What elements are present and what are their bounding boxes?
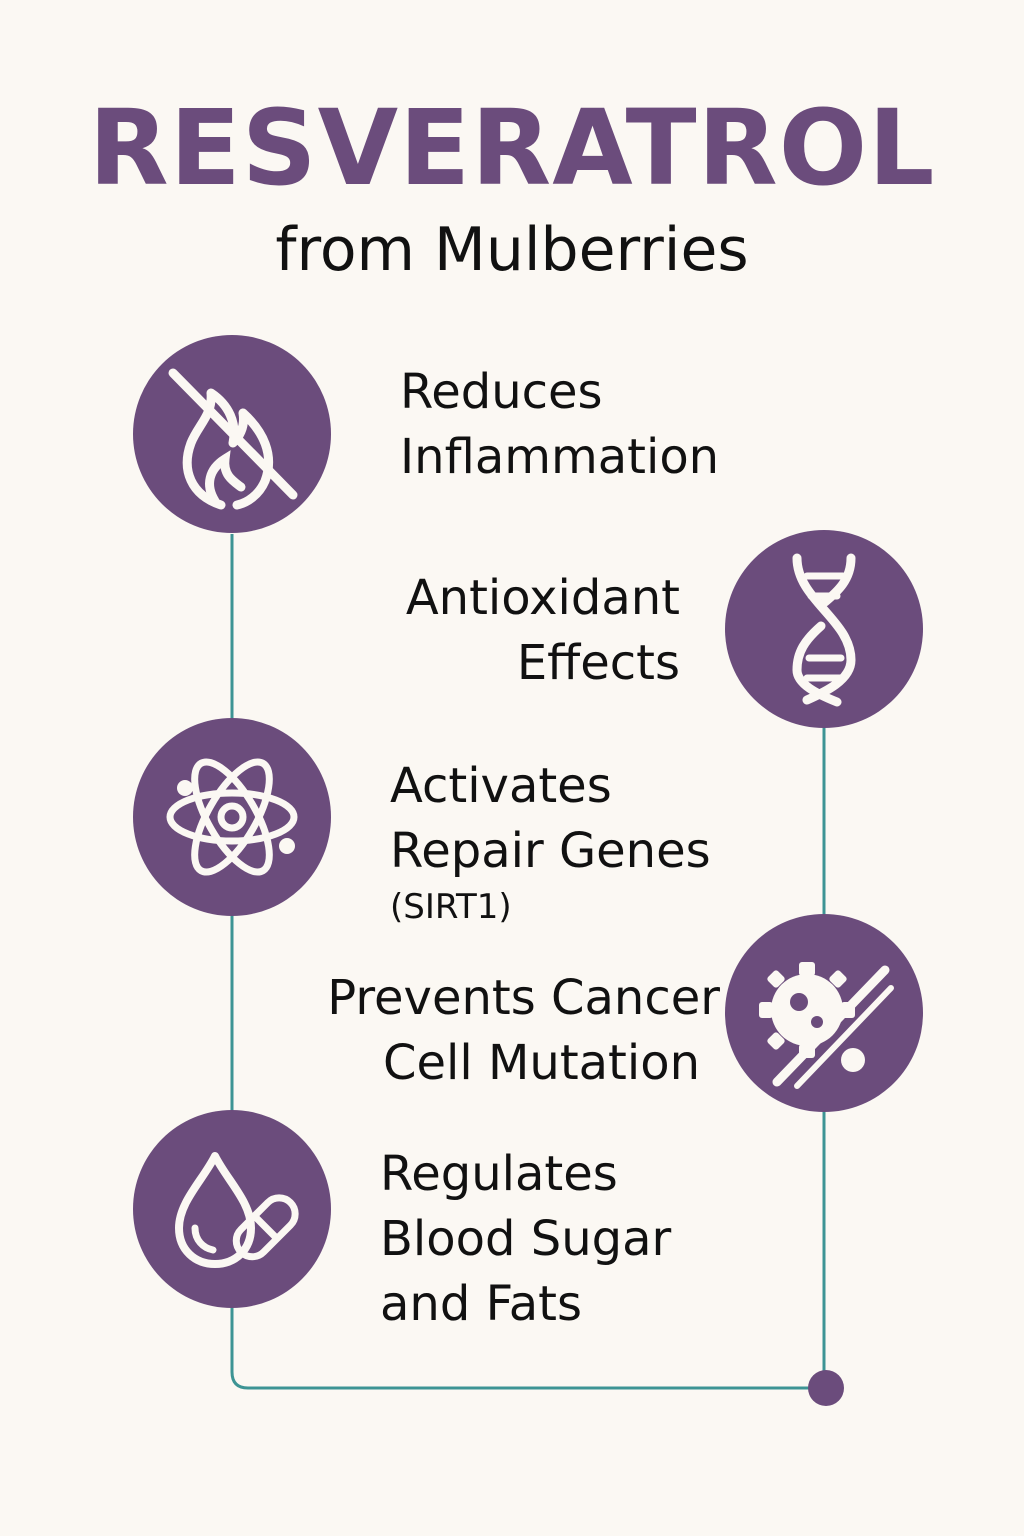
benefit-node-inflammation [133,335,331,533]
drop-capsule-icon [133,1110,331,1308]
benefit-node-antioxidant [725,530,923,728]
benefit-label-blood-sugar: Regulates Blood Sugar and Fats [380,1146,672,1332]
no-fire-icon [133,335,331,533]
benefit-node-blood-sugar [133,1110,331,1308]
page-subtitle: from Mulberries [275,215,749,285]
benefit-label-antioxidant: Antioxidant Effects [405,570,680,691]
sirt1-note: (SIRT1) [390,887,512,927]
benefit-label-cancer: Prevents Cancer Cell Mutation [327,970,720,1091]
timeline-end-dot [808,1370,844,1406]
atom-icon [133,718,331,916]
benefit-label-repair-genes: Activates Repair Genes (SIRT1) [390,754,711,930]
page-title: RESVERATROL [88,87,936,209]
benefit-label-inflammation: Reduces Inflammation [400,364,720,485]
benefit-node-repair-genes [133,718,331,916]
left-timeline-line [230,534,826,1390]
dna-icon [725,530,923,728]
benefit-node-cancer [725,914,923,1112]
no-cancer-cell-icon [725,914,923,1112]
